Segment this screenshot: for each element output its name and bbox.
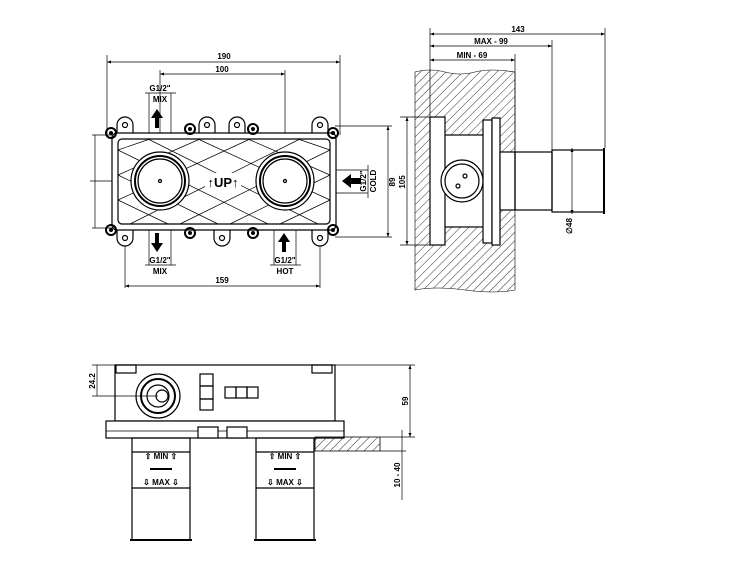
port-name-label: MIX bbox=[153, 267, 168, 276]
dim-10-40: 10 - 40 bbox=[380, 430, 406, 500]
port-size-label: G1/2" bbox=[149, 256, 170, 265]
dim-diameter-label: ∅48 bbox=[565, 218, 574, 234]
dim-diameter-48: ∅48 bbox=[565, 148, 574, 234]
outlet-circle bbox=[440, 159, 484, 203]
dim-min-69: MIN - 69 bbox=[430, 51, 516, 152]
dim-min-label: MIN - 69 bbox=[457, 51, 488, 60]
up-marking: ↑UP↑ bbox=[207, 175, 238, 190]
pipe-min-label: ⇧ MIN ⇧ bbox=[145, 452, 178, 461]
front-view: 190 100 159 89 105 bbox=[90, 52, 440, 288]
pipe-min-label: ⇧ MIN ⇧ bbox=[269, 452, 302, 461]
port-mix-bottom: G1/2" MIX bbox=[145, 230, 176, 276]
dim-24-2-label: 24.2 bbox=[88, 373, 97, 389]
outlet-mix bbox=[130, 151, 190, 211]
tile-section bbox=[314, 436, 381, 452]
arrow-down-icon bbox=[151, 233, 163, 252]
side-view: 143 MAX - 99 MIN - 69 ∅48 bbox=[414, 25, 606, 293]
dim-159: 159 bbox=[124, 240, 321, 288]
dim-190: 190 bbox=[106, 52, 341, 135]
pipe-mix: ⇧ MIN ⇧ ⇩ MAX ⇩ bbox=[130, 437, 192, 541]
port-mix-top: G1/2" MIX bbox=[145, 84, 176, 133]
dim-143: 143 bbox=[429, 25, 606, 148]
mounting-tabs bbox=[116, 116, 329, 247]
port-name-label: MIX bbox=[153, 95, 168, 104]
port-cold: G1/2" COLD bbox=[336, 165, 378, 198]
dim-190-label: 190 bbox=[217, 52, 231, 61]
arrow-up-icon bbox=[151, 109, 163, 128]
port-size-label: G1/2" bbox=[274, 256, 295, 265]
dim-10-40-label: 10 - 40 bbox=[393, 462, 402, 487]
port-size-label: G1/2" bbox=[149, 84, 170, 93]
dim-24-2: 24.2 bbox=[88, 364, 158, 397]
flange bbox=[482, 119, 493, 244]
port-size-label: G1/2" bbox=[359, 170, 368, 191]
box-inner-frame bbox=[117, 138, 331, 225]
dim-89: 89 bbox=[335, 125, 397, 238]
screws bbox=[105, 123, 339, 239]
bottom-view: ⇧ MIN ⇧ ⇩ MAX ⇩ ⇧ MIN ⇧ ⇩ MAX ⇩ 59 24.2 … bbox=[88, 364, 415, 541]
dim-89-label: 89 bbox=[388, 177, 397, 186]
dim-max-99: MAX - 99 bbox=[430, 37, 553, 150]
dim-59-label: 59 bbox=[401, 396, 410, 405]
dim-105-label: 105 bbox=[398, 175, 407, 189]
dim-159-label: 159 bbox=[215, 276, 229, 285]
pipe-hot: ⇧ MIN ⇧ ⇩ MAX ⇩ bbox=[254, 437, 316, 541]
pipe-max-label: ⇩ MAX ⇩ bbox=[143, 478, 179, 487]
pipe bbox=[551, 149, 605, 213]
dim-143-label: 143 bbox=[511, 25, 525, 34]
port-name-label: COLD bbox=[369, 169, 378, 192]
port-hot: G1/2" HOT bbox=[270, 230, 301, 276]
dim-max-label: MAX - 99 bbox=[474, 37, 508, 46]
port-name-label: HOT bbox=[277, 267, 294, 276]
extension-sleeve bbox=[514, 151, 553, 211]
pipe-max-label: ⇩ MAX ⇩ bbox=[267, 478, 303, 487]
arrow-up-icon bbox=[278, 233, 290, 252]
mounting-plate bbox=[105, 420, 345, 439]
dim-59: 59 bbox=[335, 364, 415, 438]
dim-100-label: 100 bbox=[215, 65, 229, 74]
outlet-hot bbox=[255, 151, 315, 211]
arrow-left-icon bbox=[342, 174, 361, 188]
